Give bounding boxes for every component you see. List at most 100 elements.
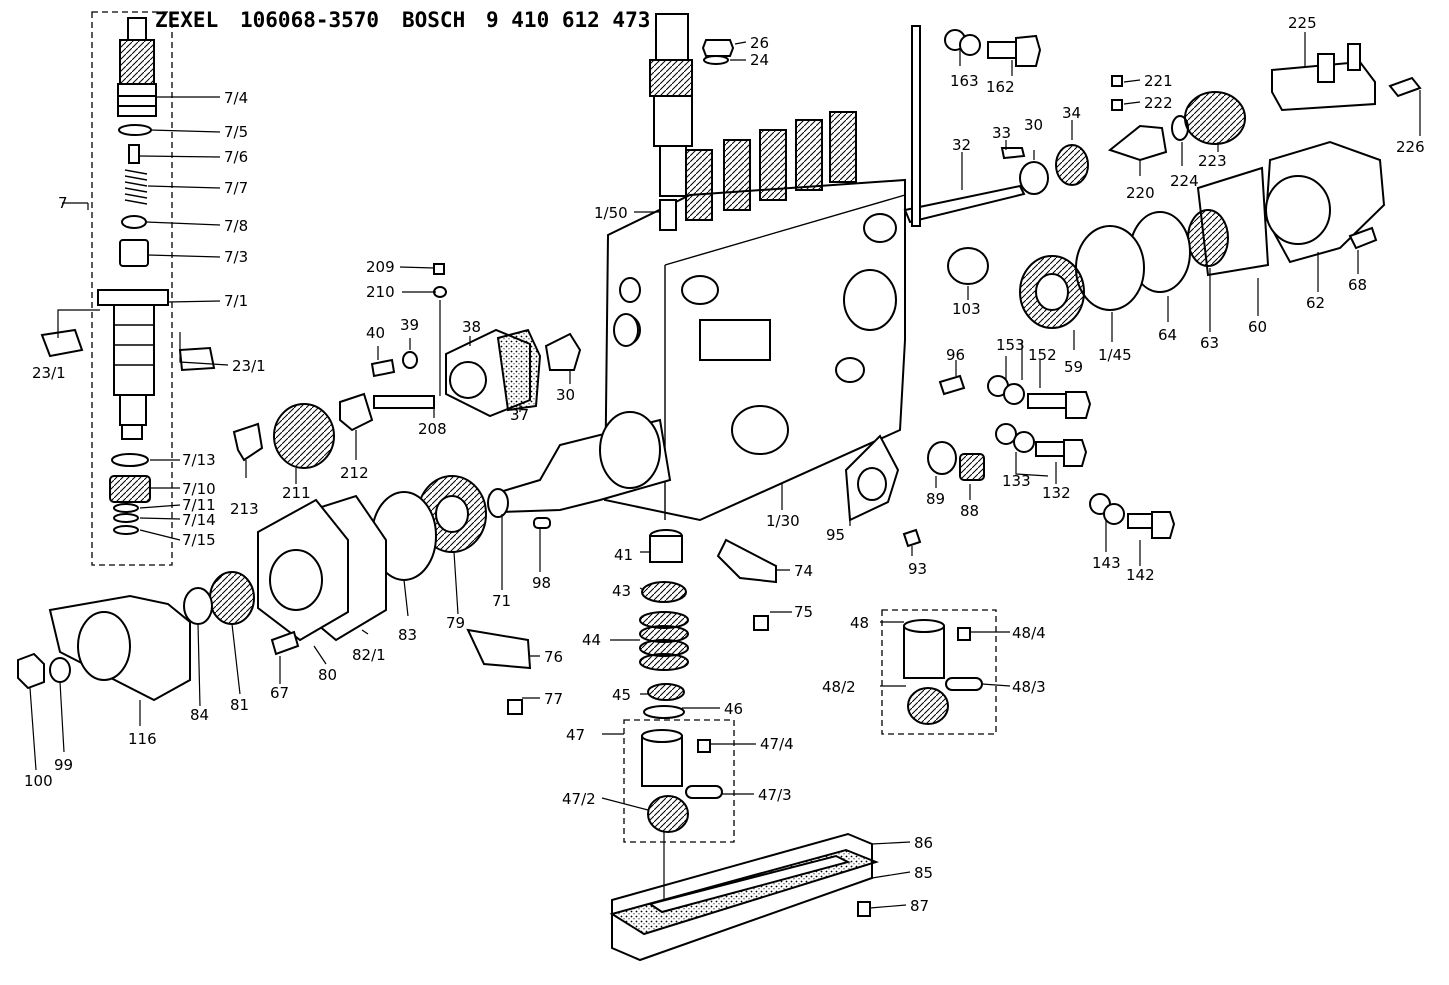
spring-seat-43 xyxy=(641,581,687,603)
label-208: 208 xyxy=(418,420,447,438)
screw-1-50 xyxy=(659,199,677,231)
screw-96 xyxy=(938,374,966,396)
bracket-74 xyxy=(716,538,777,584)
collar-30-left xyxy=(544,332,582,371)
label-163: 163 xyxy=(950,72,979,90)
label-32: 32 xyxy=(952,136,971,154)
screw-68 xyxy=(1348,226,1378,250)
label-211: 211 xyxy=(282,484,311,502)
screw-162 xyxy=(987,34,1042,67)
label-7-3: 7/3 xyxy=(224,248,248,266)
label-39: 39 xyxy=(400,316,419,334)
control-rack xyxy=(903,25,1026,227)
label-23-1-left: 23/1 xyxy=(32,364,66,382)
gasket-7-8 xyxy=(121,215,147,229)
label-24: 24 xyxy=(750,51,769,69)
flange-80 xyxy=(257,498,349,642)
header-brand-bosch: BOSCH xyxy=(402,8,465,32)
label-79: 79 xyxy=(446,614,465,632)
clip-23-1-left xyxy=(40,328,84,358)
label-7-11: 7/11 xyxy=(182,496,216,514)
label-152: 152 xyxy=(1028,346,1057,364)
seal-63 xyxy=(1187,209,1229,267)
label-95: 95 xyxy=(826,526,845,544)
label-210: 210 xyxy=(366,283,395,301)
washer-133-a xyxy=(995,423,1017,445)
bottom-cover xyxy=(609,832,879,962)
washer-39 xyxy=(402,351,418,369)
screw-40 xyxy=(370,358,396,378)
nut-221 xyxy=(1111,75,1123,87)
label-7-8: 7/8 xyxy=(224,217,248,235)
delivery-valve-holder-top xyxy=(649,13,693,197)
stop-lever-bracket-225 xyxy=(1271,43,1376,112)
ring-7-14 xyxy=(113,513,139,523)
pin-208 xyxy=(373,395,435,409)
gasket-37 xyxy=(496,328,542,412)
label-99: 99 xyxy=(54,756,73,774)
nut-26 xyxy=(701,39,735,57)
washer-153-b xyxy=(1003,383,1025,405)
screw-226 xyxy=(1388,76,1422,98)
label-209: 209 xyxy=(366,258,395,276)
washer-143-b xyxy=(1103,503,1125,525)
delivery-valve-spring xyxy=(124,169,148,205)
label-7-15: 7/15 xyxy=(182,531,216,549)
label-80: 80 xyxy=(318,666,337,684)
label-93: 93 xyxy=(908,560,927,578)
label-223: 223 xyxy=(1198,152,1227,170)
delivery-valve-7-3 xyxy=(119,239,149,267)
label-7-14: 7/14 xyxy=(182,511,216,529)
label-74: 74 xyxy=(794,562,813,580)
o-ring-7-5 xyxy=(118,124,152,136)
tappet-assembly-47 xyxy=(623,719,735,843)
label-48: 48 xyxy=(850,614,869,632)
label-37: 37 xyxy=(510,406,529,424)
label-77: 77 xyxy=(544,690,563,708)
label-30-top: 30 xyxy=(1024,116,1043,134)
ring-84 xyxy=(183,587,213,625)
clamp-213 xyxy=(232,422,264,462)
volume-reducer xyxy=(128,144,140,164)
washer-99 xyxy=(49,657,71,683)
label-1-45: 1/45 xyxy=(1098,346,1132,364)
label-41: 41 xyxy=(614,546,633,564)
collar-30 xyxy=(1019,161,1049,195)
label-225: 225 xyxy=(1288,14,1317,32)
plunger-7-10 xyxy=(109,475,151,503)
cover-116 xyxy=(48,594,191,702)
label-222: 222 xyxy=(1144,94,1173,112)
sleeve-34 xyxy=(1055,144,1089,186)
label-81: 81 xyxy=(230,696,249,714)
screw-209 xyxy=(433,263,445,275)
delivery-valve-holders-row xyxy=(685,111,857,221)
label-132: 132 xyxy=(1042,484,1071,502)
delivery-valve-holder xyxy=(117,17,157,117)
bushing xyxy=(613,313,639,347)
label-213: 213 xyxy=(230,500,259,518)
label-64: 64 xyxy=(1158,326,1177,344)
label-67: 67 xyxy=(270,684,289,702)
label-162: 162 xyxy=(986,78,1015,96)
shim-46 xyxy=(643,705,685,719)
label-88: 88 xyxy=(960,502,979,520)
label-220: 220 xyxy=(1126,184,1155,202)
label-7-10: 7/10 xyxy=(182,480,216,498)
label-45: 45 xyxy=(612,686,631,704)
screw-142 xyxy=(1127,511,1176,539)
label-133: 133 xyxy=(1002,472,1031,490)
label-224: 224 xyxy=(1170,172,1199,190)
plunger-spring-44 xyxy=(639,611,689,671)
label-226: 226 xyxy=(1396,138,1425,156)
part-number-labels: 7/4 7/5 7/6 7/7 7/8 7/3 7/1 7 23/1 23/1 … xyxy=(24,14,1425,915)
label-68: 68 xyxy=(1348,276,1367,294)
label-34: 34 xyxy=(1062,104,1081,122)
label-153: 153 xyxy=(996,336,1025,354)
ring-1-45 xyxy=(1075,225,1145,311)
tappet-assembly-48 xyxy=(881,609,997,735)
screw-77 xyxy=(507,699,523,715)
label-1-30: 1/30 xyxy=(766,512,800,530)
label-62: 62 xyxy=(1306,294,1325,312)
label-103: 103 xyxy=(952,300,981,318)
label-7-5: 7/5 xyxy=(224,123,248,141)
